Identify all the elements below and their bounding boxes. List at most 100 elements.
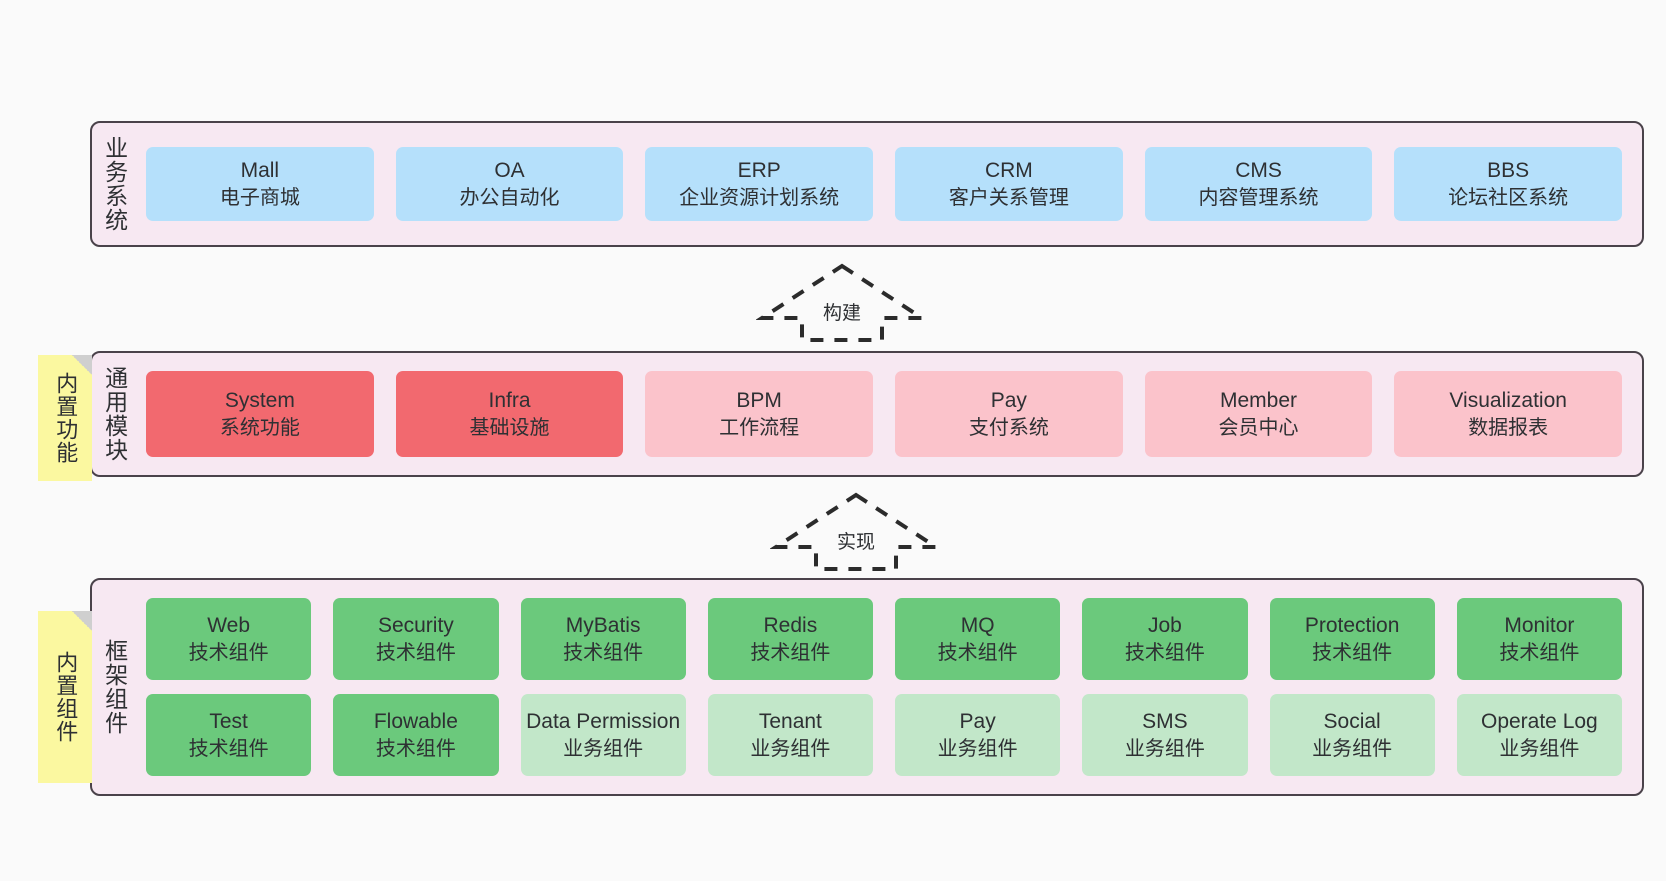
cell-title: Data Permission — [526, 709, 681, 733]
business-card-cms[interactable]: CMS 内容管理系统 — [1144, 147, 1373, 221]
framework-card-pay[interactable]: Pay 业务组件 — [895, 694, 1061, 776]
cell-title: Social — [1323, 709, 1381, 733]
cell-subtitle: 技术组件 — [188, 737, 269, 760]
framework-card-protection[interactable]: Protection 技术组件 — [1269, 598, 1435, 680]
business-card-bbs[interactable]: BBS 论坛社区系统 — [1394, 147, 1623, 221]
layer-business-title: 业务系统 — [101, 136, 128, 232]
cell-title: Visualization — [1449, 388, 1567, 412]
cell-title: Flowable — [373, 709, 458, 733]
framework-card-tenant[interactable]: Tenant 业务组件 — [707, 694, 873, 776]
cell-title: CRM — [984, 158, 1033, 182]
cell-subtitle: 业务组件 — [937, 737, 1018, 760]
cell-subtitle: 工作流程 — [719, 416, 800, 439]
cell-title: CMS — [1235, 158, 1282, 182]
framework-card-data-permission[interactable]: Data Permission 业务组件 — [520, 694, 686, 776]
cell-title: Protection — [1304, 613, 1400, 637]
cell-subtitle: 业务组件 — [1124, 737, 1205, 760]
framework-card-test[interactable]: Test 技术组件 — [146, 694, 312, 776]
note-builtin-functions-label: 内置功能 — [53, 372, 79, 464]
cell-title: Security — [377, 613, 454, 637]
cell-title: Redis — [763, 613, 818, 637]
cell-title: Infra — [488, 388, 531, 412]
cell-title: OA — [494, 158, 525, 182]
cell-title: BPM — [736, 388, 782, 412]
cell-title: SMS — [1142, 709, 1188, 733]
cell-subtitle: 业务组件 — [750, 737, 831, 760]
framework-card-mq[interactable]: MQ 技术组件 — [895, 598, 1061, 680]
cell-subtitle: 系统功能 — [219, 416, 300, 439]
cell-title: ERP — [737, 158, 781, 182]
module-card-member[interactable]: Member 会员中心 — [1144, 371, 1373, 457]
cell-subtitle: 业务组件 — [1499, 737, 1580, 760]
cell-subtitle: 企业资源计划系统 — [679, 186, 840, 209]
cell-subtitle: 技术组件 — [375, 737, 456, 760]
layer-modules-body: System 系统功能 Infra 基础设施 BPM 工作流程 Pay 支付系统 Member 会… — [136, 353, 1642, 475]
cell-subtitle: 技术组件 — [1124, 641, 1205, 664]
framework-card-web[interactable]: Web 技术组件 — [146, 598, 312, 680]
cell-title: Job — [1147, 613, 1182, 637]
cell-subtitle: 技术组件 — [563, 641, 644, 664]
cell-subtitle: 客户关系管理 — [948, 186, 1069, 209]
module-card-infra[interactable]: Infra 基础设施 — [395, 371, 624, 457]
cell-title: Test — [209, 709, 248, 733]
module-card-pay[interactable]: Pay 支付系统 — [895, 371, 1123, 457]
implement-arrow: 实现 — [770, 489, 942, 573]
framework-card-operate-log[interactable]: Operate Log 业务组件 — [1456, 694, 1622, 776]
cell-subtitle: 论坛社区系统 — [1448, 186, 1569, 209]
cell-title: MQ — [960, 613, 995, 637]
cell-subtitle: 支付系统 — [968, 416, 1049, 439]
cell-title: MyBatis — [565, 613, 641, 637]
module-card-system[interactable]: System 系统功能 — [146, 371, 374, 457]
framework-card-redis[interactable]: Redis 技术组件 — [707, 598, 873, 680]
layer-modules-title: 通用模块 — [101, 366, 128, 462]
cell-title: System — [224, 388, 295, 412]
cell-subtitle: 业务组件 — [563, 737, 644, 760]
build-arrow: 构建 — [756, 260, 928, 344]
layer-framework-title: 框架组件 — [101, 639, 128, 735]
business-card-erp[interactable]: ERP 企业资源计划系统 — [645, 147, 874, 221]
framework-card-mybatis[interactable]: MyBatis 技术组件 — [520, 598, 686, 680]
cell-title: Pay — [990, 388, 1027, 412]
module-card-bpm[interactable]: BPM 工作流程 — [645, 371, 874, 457]
cell-title: Web — [207, 613, 251, 637]
cell-subtitle: 数据报表 — [1468, 416, 1549, 439]
cell-subtitle: 基础设施 — [469, 416, 550, 439]
cell-subtitle: 技术组件 — [188, 641, 269, 664]
framework-card-sms[interactable]: SMS 业务组件 — [1082, 694, 1248, 776]
cell-subtitle: 技术组件 — [1312, 641, 1393, 664]
cell-subtitle: 技术组件 — [750, 641, 831, 664]
cell-title: Member — [1220, 388, 1298, 412]
cell-title: BBS — [1487, 158, 1530, 182]
framework-card-flowable[interactable]: Flowable 技术组件 — [333, 694, 499, 776]
cell-subtitle: 业务组件 — [1312, 737, 1393, 760]
cell-subtitle: 技术组件 — [1499, 641, 1580, 664]
note-builtin-components-label: 内置组件 — [53, 651, 79, 743]
modules-row: System 系统功能 Infra 基础设施 BPM 工作流程 Pay 支付系统 Member 会… — [146, 371, 1623, 457]
framework-card-social[interactable]: Social 业务组件 — [1269, 694, 1435, 776]
business-card-mall[interactable]: Mall 电子商城 — [146, 147, 374, 221]
business-card-crm[interactable]: CRM 客户关系管理 — [895, 147, 1123, 221]
note-builtin-functions: 内置功能 — [38, 355, 92, 481]
cell-title: Pay — [959, 709, 996, 733]
cell-title: Mall — [240, 158, 280, 182]
cell-title: Operate Log — [1480, 709, 1598, 733]
module-card-visualization[interactable]: Visualization 数据报表 — [1394, 371, 1623, 457]
cell-subtitle: 电子商城 — [219, 186, 300, 209]
cell-subtitle: 会员中心 — [1218, 416, 1299, 439]
cell-title: Tenant — [758, 709, 822, 733]
framework-card-job[interactable]: Job 技术组件 — [1082, 598, 1248, 680]
note-builtin-components: 内置组件 — [38, 611, 92, 783]
cell-subtitle: 内容管理系统 — [1198, 186, 1319, 209]
cell-subtitle: 技术组件 — [937, 641, 1018, 664]
